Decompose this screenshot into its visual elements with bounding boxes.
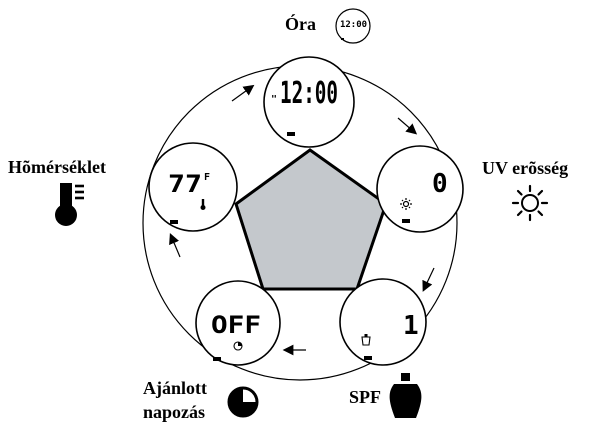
uv-display-value: 0	[432, 169, 448, 199]
timer-pie-icon	[227, 386, 259, 418]
thermometer-icon	[55, 183, 84, 226]
homerseklet-display-unit: F	[204, 172, 210, 183]
ora-display-value: 12:00	[280, 76, 338, 111]
homerseklet-indicator	[170, 220, 178, 224]
uv-display: 0	[376, 145, 464, 233]
ora-label: Óra	[285, 13, 316, 34]
homerseklet-display-value: 77	[168, 170, 202, 198]
homerseklet-label: Hõmérséklet	[8, 157, 106, 177]
mini-thermometer-icon	[200, 199, 206, 210]
mini-sun-icon	[400, 198, 412, 210]
ora-icon-text: 12:00	[340, 20, 367, 30]
spf-display: 1	[339, 278, 427, 366]
spf-label: SPF	[349, 387, 381, 407]
bottle-icon	[389, 373, 422, 418]
ajanlott-display: OFF	[195, 280, 281, 366]
ajanlott-indicator	[213, 357, 221, 361]
mini-timer-icon	[233, 341, 243, 351]
arrow-ajanlott-to-homerseklet	[169, 233, 181, 258]
mini-bottle-icon	[361, 334, 371, 346]
arrow-homerseklet-to-ora	[231, 84, 255, 102]
cycle-arrows	[169, 84, 435, 356]
ajanlott-label-line2: napozás	[143, 402, 205, 422]
ora-display: " 12:00	[263, 56, 355, 148]
spf-indicator	[364, 356, 372, 360]
ora-display-prefix: "	[271, 94, 277, 105]
ajanlott-label-line1: Ajánlott	[143, 378, 207, 398]
uv-label: UV erõsség	[482, 158, 568, 178]
homerseklet-display: 77 F	[148, 142, 238, 232]
spf-display-value: 1	[403, 311, 419, 341]
arrow-uv-to-spf	[422, 267, 435, 292]
clock-display-icon: 12:00	[335, 8, 371, 44]
uv-indicator	[402, 219, 410, 223]
ajanlott-display-value: OFF	[211, 311, 261, 339]
arrow-ora-to-uv	[397, 117, 418, 135]
center-pentagon	[234, 148, 388, 291]
sun-icon	[511, 184, 549, 222]
ora-indicator	[287, 132, 295, 136]
